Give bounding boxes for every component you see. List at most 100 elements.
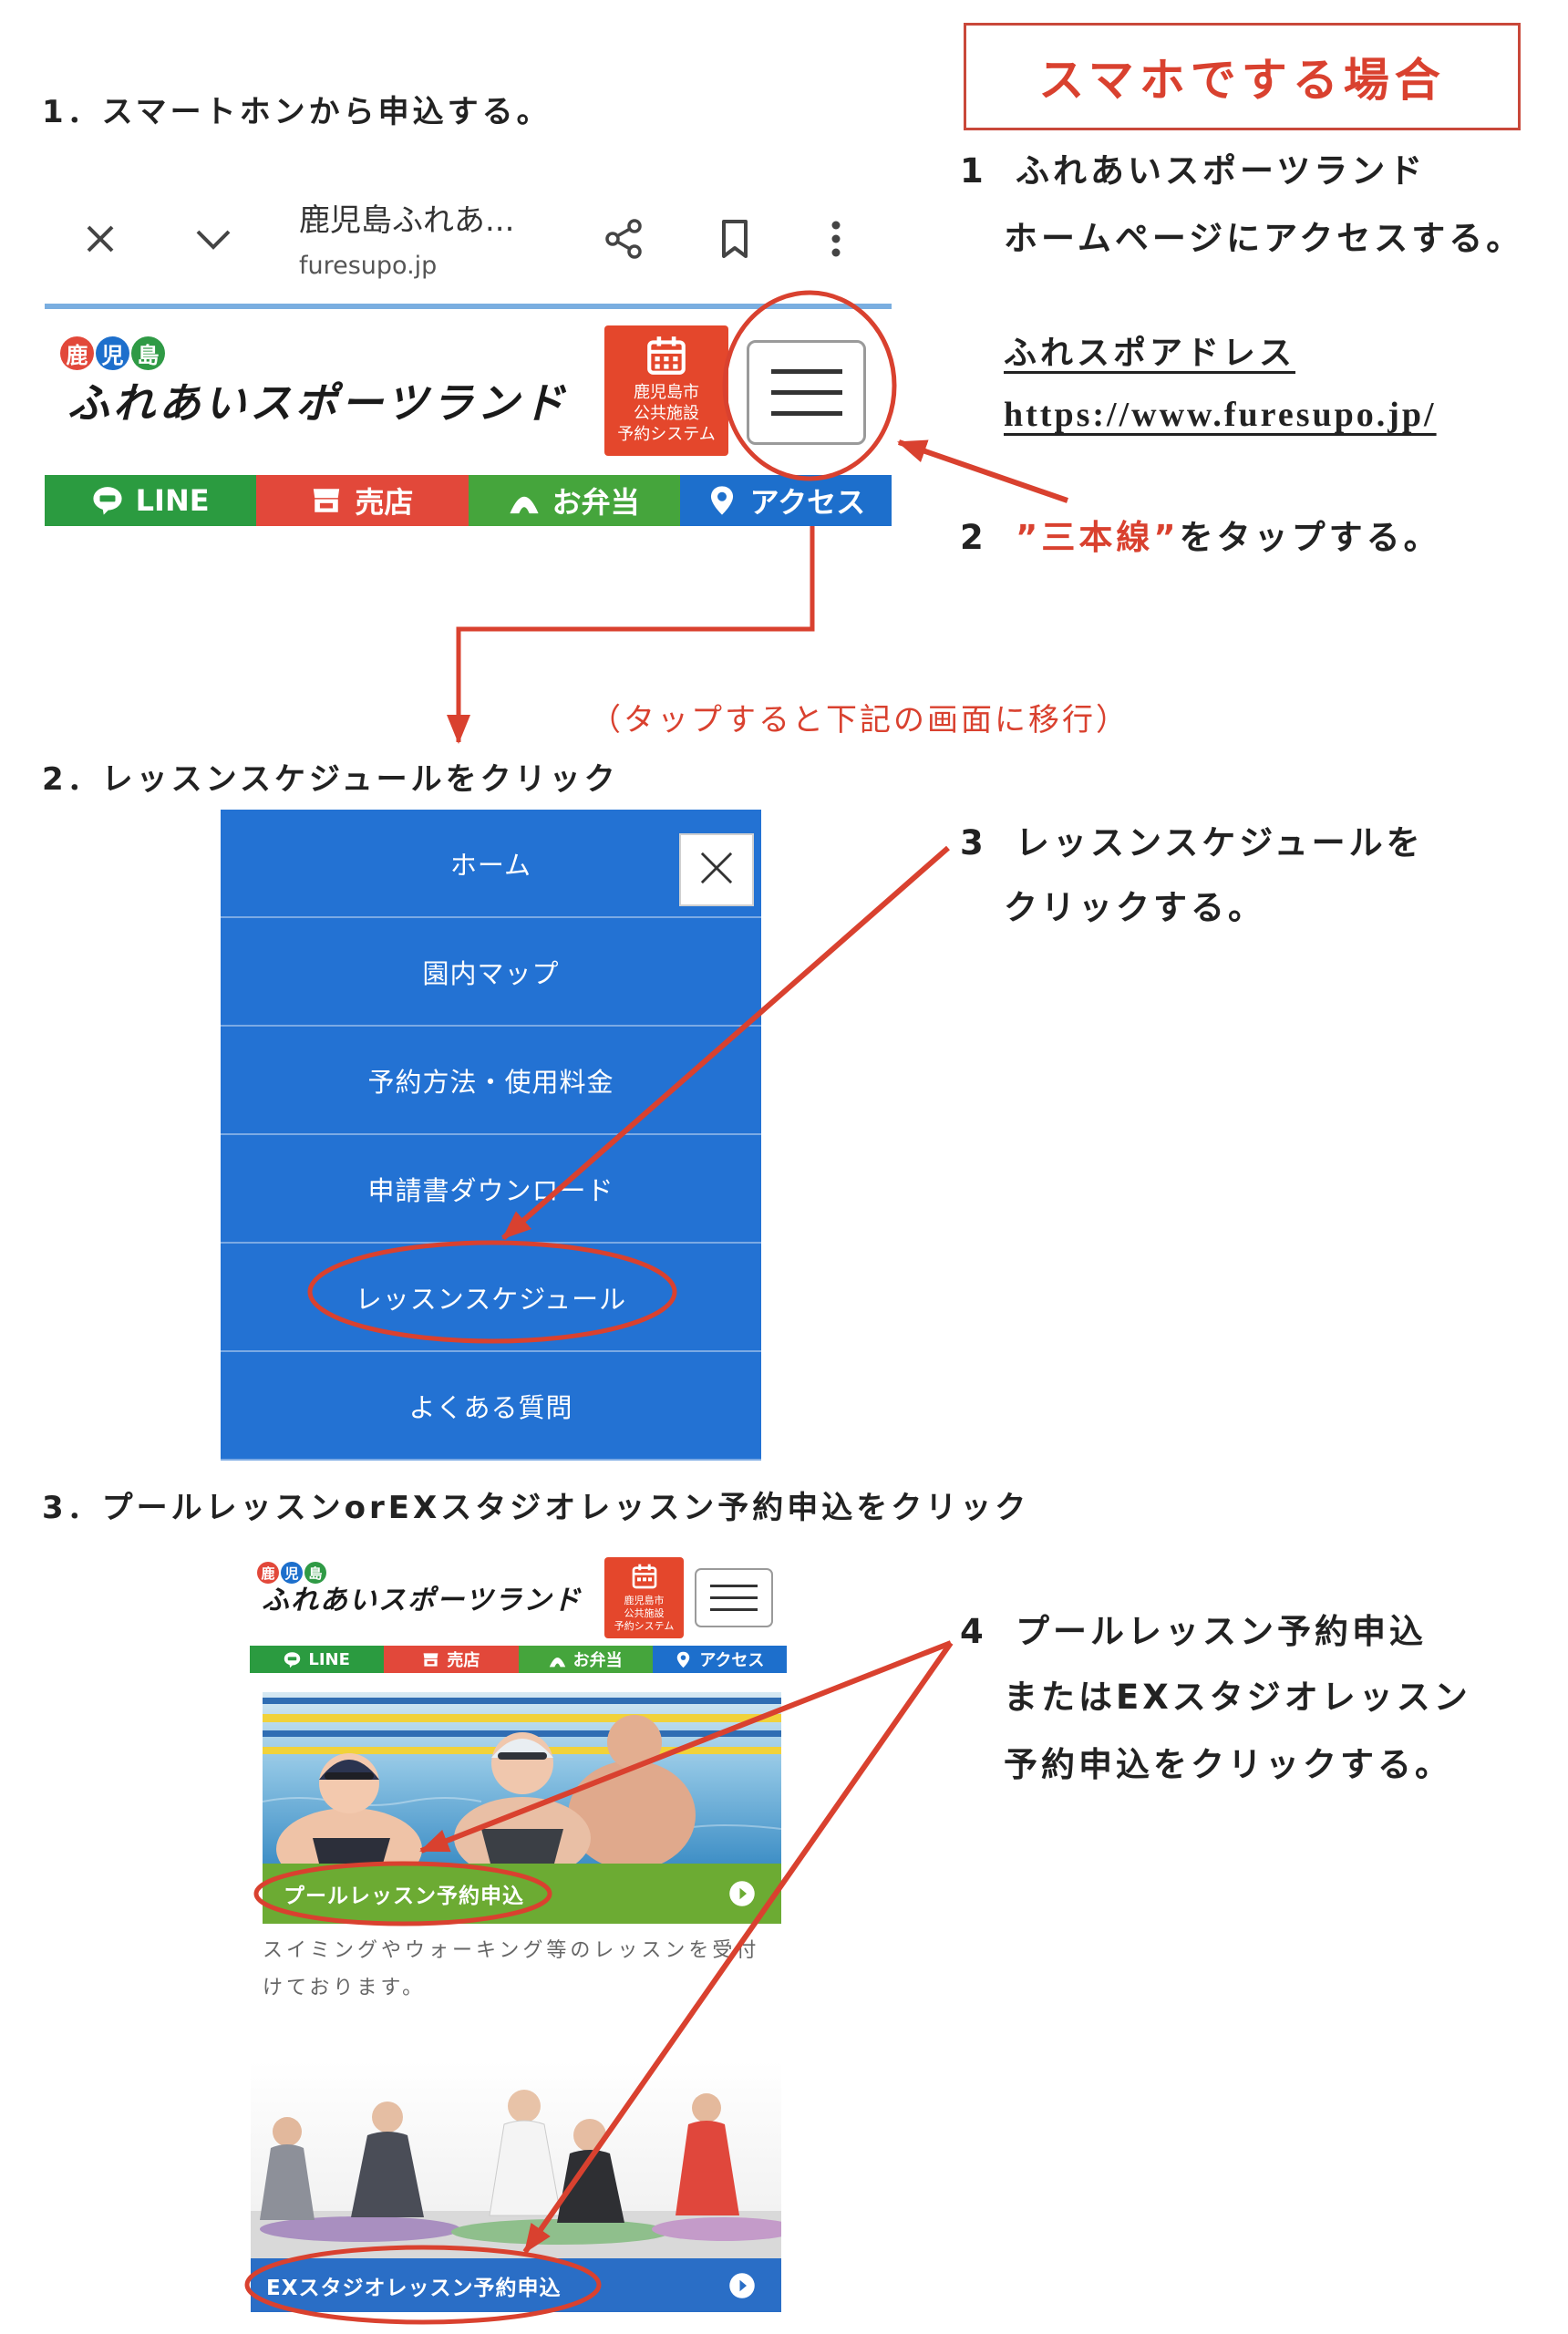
studio-lesson-reserve-button[interactable]: EXスタジオレッスン予約申込: [251, 2258, 781, 2312]
menu-close-button[interactable]: [679, 833, 754, 906]
nav-access-label: アクセス: [749, 485, 866, 520]
menu-item-lesson-schedule[interactable]: レッスンスケジュール: [221, 1244, 761, 1352]
reservation-line-3: 予約システム: [617, 425, 716, 444]
nav-bento[interactable]: お弁当: [468, 475, 680, 526]
site-logo-badges: 鹿 児 島: [60, 336, 165, 370]
instruction-4-line2: またはEXスタジオレッスン: [1004, 1678, 1471, 1717]
reservation-system-button[interactable]: 鹿児島市 公共施設 予約システム: [604, 325, 728, 456]
more-vert-icon[interactable]: [815, 218, 857, 260]
browser-url: furesupo.jp: [299, 252, 438, 280]
instruction-1-line1: ふれあいスポーツランド: [1016, 151, 1427, 191]
studio-lesson-reserve-label: EXスタジオレッスン予約申込: [266, 2276, 562, 2300]
logo-badge-2: 児: [96, 336, 129, 370]
nav-line-label: LINE: [308, 1649, 350, 1669]
line-icon: [284, 1651, 301, 1668]
close-icon[interactable]: [79, 218, 121, 260]
hamburger-line: [770, 411, 842, 416]
hamburger-menu-button[interactable]: [747, 340, 866, 445]
instruction-2-rest: をタップする。: [1179, 518, 1441, 557]
instruction-2-arrow: [897, 439, 1068, 503]
instruction-1-number: 1: [960, 151, 984, 191]
map-pin-icon: [675, 1651, 692, 1668]
site-logo[interactable]: ふれあいスポーツランド: [262, 1585, 583, 1616]
nav-access[interactable]: アクセス: [679, 475, 892, 526]
nav-bento[interactable]: お弁当: [518, 1646, 653, 1673]
hamburger-line: [770, 390, 842, 395]
nav-line[interactable]: LINE: [45, 475, 257, 526]
pool-description-line2: けております。: [263, 1977, 427, 1999]
nav-shop-label: 売店: [355, 485, 414, 520]
site-nav-bar: LINE 売店 お弁当 アクセス: [250, 1646, 787, 1673]
address-url-link[interactable]: https://www.furesupo.jp/: [1004, 396, 1437, 434]
lesson-page-screenshot: 鹿 児 島 ふれあいスポーツランド 鹿児島市 公共施設 予約システム LINE …: [250, 1554, 787, 2312]
logo-badge-3: 島: [304, 1562, 326, 1584]
instruction-3-line2: クリックする。: [1004, 888, 1265, 927]
reservation-line-3: 予約システム: [614, 1620, 675, 1632]
hamburger-line: [710, 1608, 758, 1611]
browser-page-title: 鹿児島ふれあ...: [299, 202, 515, 239]
step3-title: 3．プールレッスンorEXスタジオレッスン予約申込をクリック: [42, 1490, 1030, 1526]
browser-toolbar: 鹿児島ふれあ... furesupo.jp: [45, 191, 892, 304]
nav-shop[interactable]: 売店: [256, 475, 469, 526]
shop-icon: [422, 1651, 439, 1668]
nav-line-label: LINE: [135, 483, 210, 518]
mode-heading: スマホでする場合: [1038, 54, 1446, 107]
site-logo[interactable]: ふれあいスポーツランド: [67, 378, 569, 428]
menu-item-park-map[interactable]: 園内マップ: [221, 918, 761, 1027]
nav-access[interactable]: アクセス: [652, 1646, 787, 1673]
mode-heading-box: スマホでする場合: [964, 23, 1521, 130]
hamburger-line: [710, 1585, 758, 1587]
play-circle-icon: [728, 1880, 756, 1913]
logo-badge-1: 鹿: [60, 336, 94, 370]
nav-bento-label: お弁当: [552, 485, 640, 520]
logo-badge-2: 児: [281, 1562, 303, 1584]
instruction-3-number: 3: [960, 823, 984, 862]
step1-title: 1．スマートホンから申込する。: [42, 94, 552, 130]
line-icon: [92, 485, 123, 516]
close-icon: [696, 847, 738, 893]
reservation-system-button[interactable]: 鹿児島市 公共施設 予約システム: [604, 1557, 684, 1638]
step2-title: 2．レッスンスケジュールをクリック: [42, 761, 619, 798]
instruction-2-number: 2: [960, 518, 984, 557]
instruction-4-line3: 予約申込をクリックする。: [1004, 1745, 1452, 1784]
hamburger-menu-button[interactable]: [695, 1568, 773, 1627]
instruction-2-highlight: ”三本線”: [1016, 518, 1180, 557]
navigation-menu: ホーム 園内マップ 予約方法・使用料金 申請書ダウンロード レッスンスケジュール…: [221, 810, 761, 1461]
reservation-line-1: 鹿児島市: [624, 1595, 665, 1606]
bento-icon: [549, 1651, 566, 1668]
menu-item-faq[interactable]: よくある質問: [221, 1352, 761, 1461]
site-logo-badges: 鹿 児 島: [257, 1562, 326, 1584]
instruction-4-line1: プールレッスン予約申込: [1016, 1612, 1427, 1651]
reservation-line-1: 鹿児島市: [634, 383, 699, 402]
pool-description-line1: スイミングやウォーキング等のレッスンを受付: [263, 1939, 760, 1962]
bookmark-icon[interactable]: [714, 218, 756, 260]
browser-progress-line: [45, 304, 892, 309]
share-icon[interactable]: [603, 218, 645, 260]
nav-shop-label: 売店: [447, 1651, 480, 1670]
menu-item-reservation-fees[interactable]: 予約方法・使用料金: [221, 1027, 761, 1135]
nav-line[interactable]: LINE: [250, 1646, 385, 1673]
reservation-line-2: 公共施設: [624, 1607, 665, 1619]
hamburger-line: [770, 369, 842, 374]
pool-lesson-reserve-button[interactable]: プールレッスン予約申込: [263, 1864, 781, 1924]
logo-badge-3: 島: [131, 336, 165, 370]
menu-item-form-download[interactable]: 申請書ダウンロード: [221, 1135, 761, 1244]
pool-lesson-photo[interactable]: [263, 1692, 781, 1864]
play-circle-icon: [728, 2272, 756, 2305]
logo-badge-1: 鹿: [257, 1562, 279, 1584]
instruction-2-text: ”三本線”をタップする。: [1016, 516, 1441, 560]
hamburger-line: [710, 1596, 758, 1599]
shop-icon: [311, 485, 342, 516]
reservation-line-2: 公共施設: [634, 404, 699, 423]
nav-access-label: アクセス: [699, 1651, 765, 1670]
nav-shop[interactable]: 売店: [384, 1646, 519, 1673]
site-nav-bar: LINE 売店 お弁当 アクセス: [45, 475, 892, 526]
chevron-down-icon[interactable]: [192, 218, 234, 260]
calendar-icon: [629, 1562, 660, 1595]
calendar-icon: [642, 333, 691, 382]
studio-lesson-photo[interactable]: [251, 2060, 781, 2258]
bento-icon: [509, 485, 540, 516]
pool-lesson-reserve-label: プールレッスン予約申込: [284, 1885, 524, 1908]
map-pin-icon: [707, 485, 738, 516]
address-label: ふれスポアドレス: [1004, 335, 1296, 372]
